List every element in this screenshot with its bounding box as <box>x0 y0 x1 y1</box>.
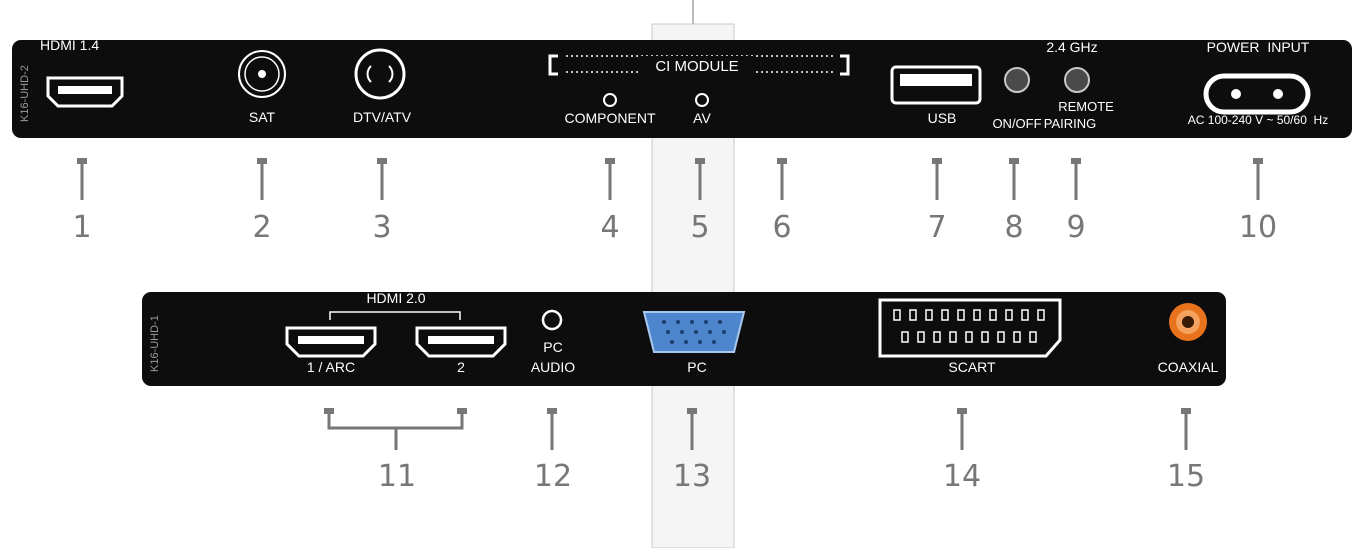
hdmi14-label: HDMI 1.4 <box>40 37 99 53</box>
callout-number: 15 <box>1167 459 1205 494</box>
hdmi2-port-pins <box>428 336 494 344</box>
power-socket-icon <box>1203 73 1311 115</box>
callout-3: 3 <box>372 158 392 245</box>
freq-label: 2.4 GHz <box>1046 39 1097 55</box>
hdmi2-label: 2 <box>457 359 465 375</box>
hdmi14-port-icon <box>46 76 124 108</box>
callout-number: 11 <box>378 459 416 494</box>
av-jack-icon <box>695 93 709 107</box>
hdmi2-port-icon <box>415 326 507 358</box>
scart-label: SCART <box>948 359 996 375</box>
dtv-atv-label: DTV/ATV <box>353 109 412 125</box>
callout-9: 9 <box>1066 158 1086 245</box>
top-model-label: K16-UHD-2 <box>19 65 31 122</box>
callouts-bottom: 11 12 13 14 15 <box>324 408 1205 494</box>
usb-label: USB <box>928 110 957 126</box>
ci-module-slot-icon <box>548 54 850 76</box>
pairing-button-icon <box>1064 67 1090 93</box>
usb-port-icon <box>890 65 982 105</box>
callout-15: 15 <box>1167 408 1205 494</box>
callout-number: 1 <box>72 210 91 245</box>
callout-number: 7 <box>927 210 946 245</box>
callout-5: 5 <box>690 158 710 245</box>
callout-number: 9 <box>1066 210 1085 245</box>
callout-4: 4 <box>600 158 620 245</box>
bottom-model-label: K16-UHD-1 <box>149 315 161 372</box>
callout-number: 8 <box>1004 210 1023 245</box>
callout-number: 3 <box>372 210 391 245</box>
callout-number: 2 <box>252 210 271 245</box>
coaxial-label: COAXIAL <box>1158 359 1219 375</box>
hdmi-arc-port-pins <box>298 336 364 344</box>
pc-label: PC <box>687 359 706 375</box>
av-label: AV <box>693 110 711 126</box>
callout-2: 2 <box>252 158 272 245</box>
bottom-panel: K16-UHD-1 HDMI 2.0 1 / ARC 2 PC AUDIO PC <box>142 290 1226 386</box>
component-jack-icon <box>603 93 617 107</box>
callout-10: 10 <box>1239 158 1277 245</box>
component-label: COMPONENT <box>565 110 656 126</box>
pc-audio-jack-icon <box>541 309 563 331</box>
callout-14: 14 <box>943 408 981 494</box>
callout-8: 8 <box>1004 158 1024 245</box>
vga-port-icon <box>642 311 746 353</box>
callout-number: 12 <box>534 459 572 494</box>
power-button-icon <box>1004 67 1030 93</box>
ci-module-label: CI MODULE <box>655 58 738 75</box>
pc-audio-label-line1: PC <box>543 339 562 355</box>
scart-port-icon <box>878 298 1062 358</box>
sat-label: SAT <box>249 109 276 125</box>
callout-number: 10 <box>1239 210 1277 245</box>
callout-1: 1 <box>72 158 92 245</box>
hdmi20-label: HDMI 2.0 <box>366 290 425 306</box>
callout-number: 6 <box>772 210 791 245</box>
sat-port-icon <box>238 50 286 98</box>
hdmi-arc-label: 1 / ARC <box>307 359 355 375</box>
ac-rating-label: AC 100-240 V ~ 50/60 Hz <box>1188 113 1328 127</box>
top-panel: K16-UHD-2 HDMI 1.4 SAT DTV/ATV CI MODULE <box>12 37 1352 138</box>
callouts-top: 1 2 3 4 5 6 7 8 9 10 <box>72 158 1277 245</box>
callout-7: 7 <box>927 158 947 245</box>
callout-number: 5 <box>690 210 709 245</box>
on-off-label: ON/OFF <box>992 116 1041 131</box>
pc-audio-label-line2: AUDIO <box>531 359 575 375</box>
remote-label: REMOTE <box>1058 99 1114 114</box>
hdmi20-bracket <box>329 311 461 320</box>
power-input-label: POWER INPUT <box>1207 39 1310 55</box>
callout-11: 11 <box>324 408 467 494</box>
pairing-label: PAIRING <box>1044 116 1097 131</box>
coaxial-jack-icon <box>1169 303 1207 341</box>
hdmi14-port-pins <box>58 86 112 94</box>
callout-12: 12 <box>534 408 572 494</box>
callout-number: 4 <box>600 210 619 245</box>
callout-13: 13 <box>673 408 711 494</box>
dtv-atv-port-icon <box>354 48 406 100</box>
callout-number: 14 <box>943 459 981 494</box>
callout-6: 6 <box>772 158 792 245</box>
callout-number: 13 <box>673 459 711 494</box>
hdmi-arc-port-icon <box>285 326 377 358</box>
